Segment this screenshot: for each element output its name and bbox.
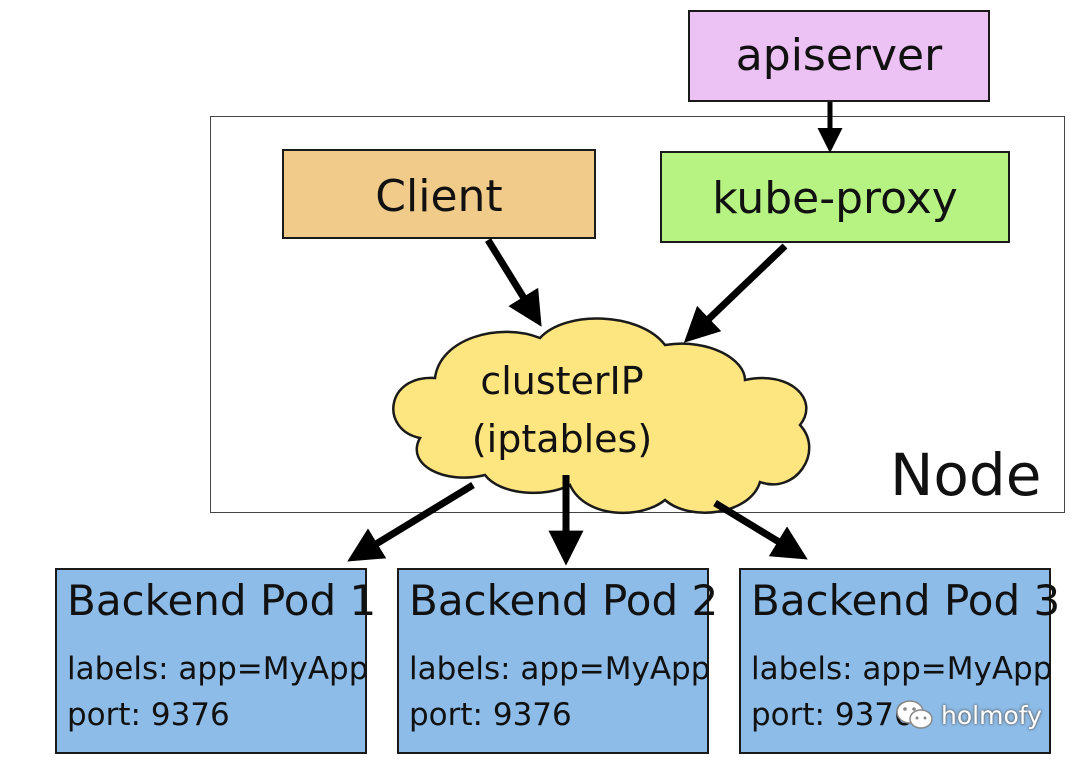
arrow-client-to-cluster-ip bbox=[485, 238, 542, 327]
kube-proxy-label: kube-proxy bbox=[712, 173, 958, 224]
cluster-ip-label: clusterIP bbox=[480, 359, 644, 403]
pod-port: port: 9376 bbox=[751, 697, 914, 733]
node-label: Node bbox=[890, 441, 1042, 509]
arrow-cluster-ip-to-pod-1 bbox=[347, 482, 475, 562]
pod-labels: labels: app=MyApp bbox=[67, 651, 369, 687]
kube-proxy-box: kube-proxy bbox=[660, 151, 1010, 243]
backend-pod-2: Backend Pod 2 labels: app=MyApp port: 93… bbox=[397, 568, 718, 754]
cluster-ip-sublabel: (iptables) bbox=[471, 417, 653, 461]
backend-pod-1: Backend Pod 1 labels: app=MyApp port: 93… bbox=[55, 568, 376, 754]
pod-title: Backend Pod 1 bbox=[67, 576, 377, 625]
pod-port: port: 9376 bbox=[67, 697, 230, 733]
client-box: Client bbox=[282, 149, 596, 239]
arrow-kube-proxy-to-cluster-ip bbox=[683, 243, 788, 343]
cluster-ip-cloud bbox=[392, 317, 811, 515]
arrow-cluster-ip-to-pod-3 bbox=[713, 500, 808, 560]
backend-pod-3: Backend Pod 3 labels: app=MyApp port: 93… bbox=[739, 568, 1060, 754]
pod-title: Backend Pod 2 bbox=[409, 576, 719, 625]
wechat-icon bbox=[896, 700, 933, 729]
pod-port: port: 9376 bbox=[409, 697, 572, 733]
pod-labels: labels: app=MyApp bbox=[751, 651, 1053, 687]
pod-title: Backend Pod 3 bbox=[751, 576, 1061, 625]
watermark-text: holmofy bbox=[941, 700, 1042, 730]
watermark: holmofy bbox=[895, 697, 1042, 733]
apiserver-box: apiserver bbox=[688, 10, 990, 102]
pod-labels: labels: app=MyApp bbox=[409, 651, 711, 687]
apiserver-label: apiserver bbox=[735, 30, 943, 81]
client-label: Client bbox=[375, 171, 503, 222]
